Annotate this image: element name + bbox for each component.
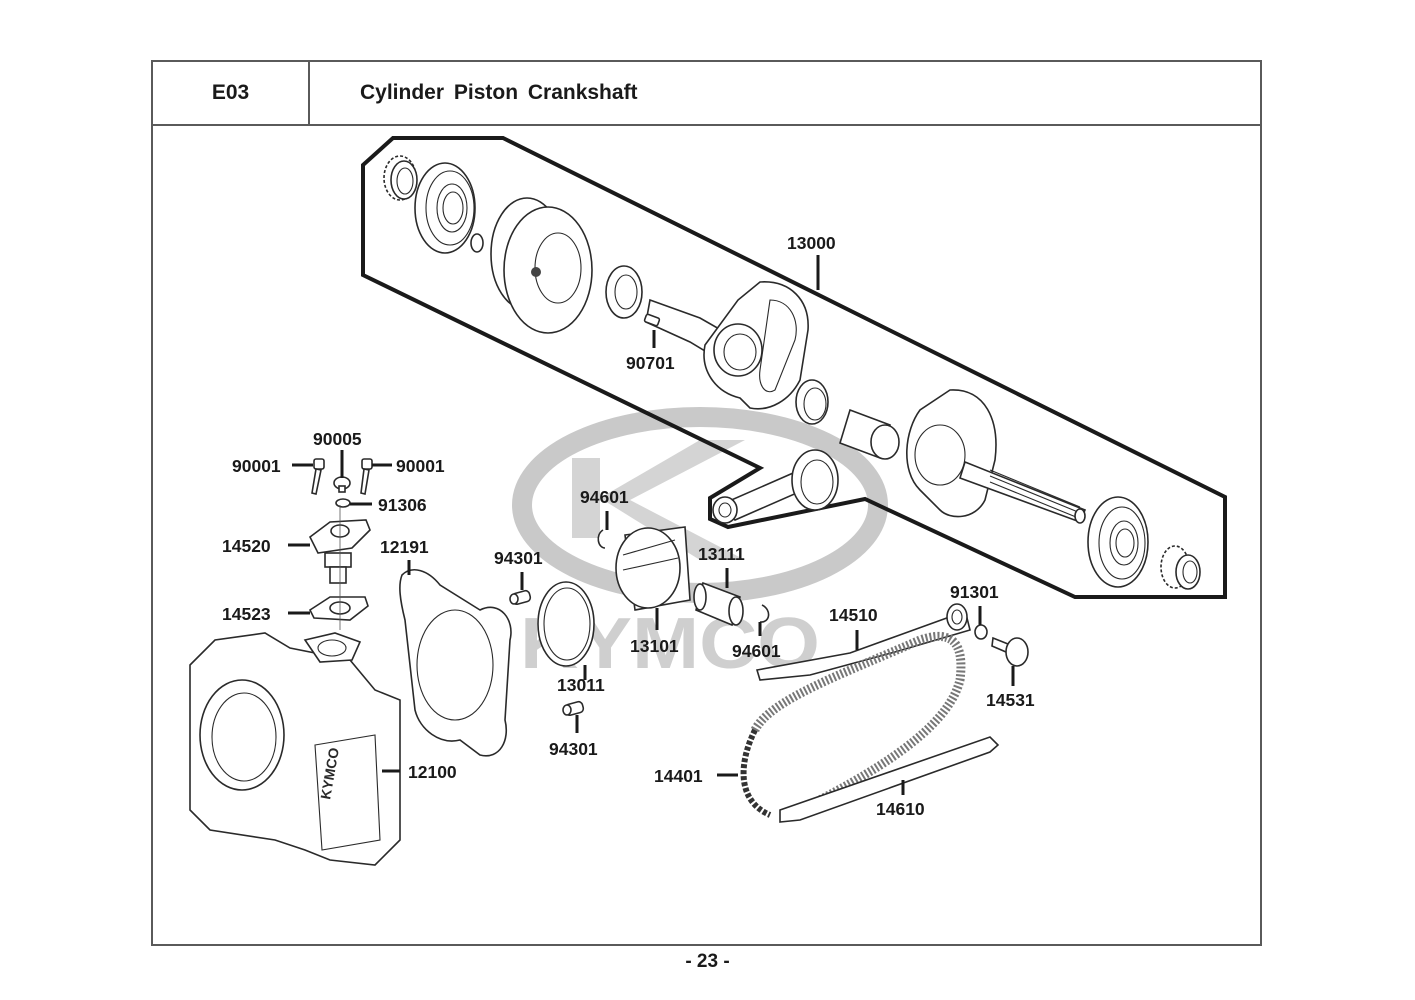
crankshaft-assembly-outline [361, 136, 1227, 599]
crankshaft-left-half-icon [645, 281, 809, 410]
callout-13111[interactable]: 13111 [698, 544, 745, 564]
cam-chain-links-icon [740, 728, 772, 818]
crankshaft-right-half-icon [906, 389, 1087, 524]
tensioner-arm-icon [755, 603, 971, 681]
right-bearing-icon [1087, 496, 1149, 588]
page-number: - 23 - [685, 951, 730, 972]
callout-90001-right[interactable]: 90001 [396, 456, 445, 476]
header-row: E03 Cylinder Piston Crankshaft [153, 62, 1260, 126]
callout-90005[interactable]: 90005 [313, 429, 362, 449]
small-washer-icon [470, 233, 484, 253]
oil-seal-icon [605, 265, 643, 319]
callout-90701[interactable]: 90701 [626, 353, 675, 373]
callout-12100[interactable]: 12100 [408, 762, 457, 782]
callout-90001-left[interactable]: 90001 [232, 456, 281, 476]
callout-91301[interactable]: 91301 [950, 582, 999, 602]
diagram-frame: E03 Cylinder Piston Crankshaft [151, 60, 1262, 946]
sealing-bolt-icon [333, 476, 351, 493]
bolt-left-icon [311, 458, 325, 495]
piston-icon [615, 526, 691, 611]
callout-13101[interactable]: 13101 [630, 636, 679, 656]
crankpin-bearing-icon [795, 379, 829, 425]
drive-pulley-icon [490, 197, 593, 334]
callout-94601-bottom[interactable]: 94601 [732, 641, 781, 661]
bolt-right-icon [360, 458, 373, 495]
connecting-rod-icon [712, 449, 839, 524]
left-bearing-icon [414, 162, 476, 254]
right-sprocket-icon [1160, 545, 1201, 590]
piston-ring-set-icon [537, 581, 595, 667]
dowel-pin-bottom-icon [562, 700, 585, 717]
crankshaft-assembly-parts [383, 155, 1201, 590]
callout-12191[interactable]: 12191 [380, 537, 429, 557]
watermark-k-stem [572, 458, 600, 538]
callout-14523[interactable]: 14523 [222, 604, 271, 624]
key-icon [643, 313, 661, 327]
callout-14510[interactable]: 14510 [829, 605, 878, 625]
callout-94301-bottom[interactable]: 94301 [549, 739, 598, 759]
left-sprocket-icon [383, 155, 418, 201]
piston-clip-top-icon [597, 529, 606, 549]
piston-pin-icon [693, 581, 744, 627]
dowel-pin-top-icon [509, 589, 532, 606]
callout-13000[interactable]: 13000 [787, 233, 836, 253]
crankpin-icon [839, 408, 900, 460]
washer-icon [335, 498, 351, 508]
gasket-bore-icon [416, 609, 494, 721]
callout-91306[interactable]: 91306 [378, 495, 427, 515]
piston-clip-bottom-icon [759, 604, 770, 623]
section-title: Cylinder Piston Crankshaft [360, 81, 638, 104]
callout-94301-top[interactable]: 94301 [494, 548, 543, 568]
tensioner-washer-icon [974, 624, 988, 640]
callout-14610[interactable]: 14610 [876, 799, 925, 819]
callouts: 13000 90701 90001 90005 90001 91306 1452… [222, 233, 1035, 819]
callout-13011[interactable]: 13011 [557, 675, 605, 695]
callout-14531[interactable]: 14531 [986, 690, 1035, 710]
callout-14520[interactable]: 14520 [222, 536, 271, 556]
callout-94601-top[interactable]: 94601 [580, 487, 629, 507]
section-code: E03 [153, 62, 310, 124]
tensioner-parts [308, 458, 373, 630]
cylinder-gasket-icon [399, 569, 512, 757]
cam-chain-icon [750, 631, 966, 820]
cylinder-block-icon: KYMCO [189, 632, 401, 866]
chain-guide-icon [779, 736, 1000, 823]
tensioner-pivot-bolt-icon [991, 636, 1029, 667]
tensioner-gasket-icon [308, 596, 369, 621]
callout-14401[interactable]: 14401 [654, 766, 703, 786]
